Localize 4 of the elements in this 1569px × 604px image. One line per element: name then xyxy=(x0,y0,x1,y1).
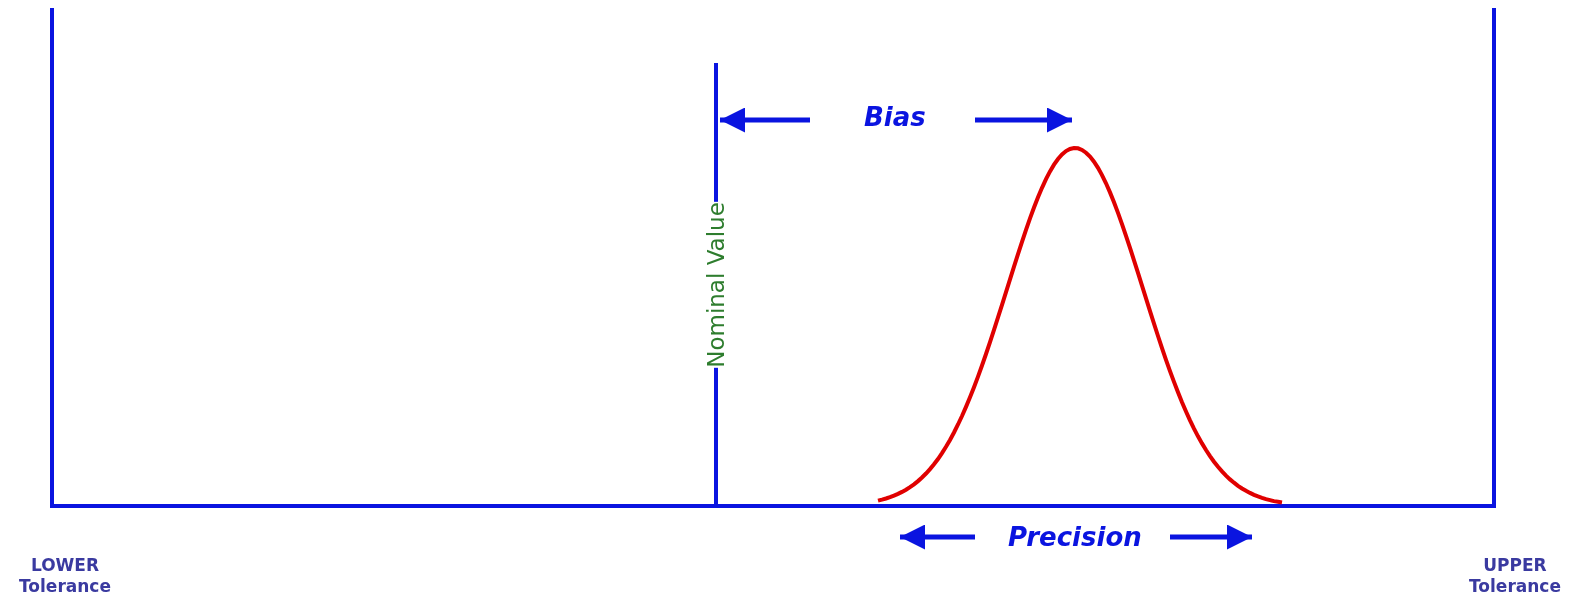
dimension-label: Bias xyxy=(864,102,926,132)
tolerance-label: LOWER Tolerance xyxy=(18,555,112,597)
dimension-label: Precision xyxy=(1008,522,1142,552)
tolerance-label: UPPER Tolerance xyxy=(1468,555,1562,597)
